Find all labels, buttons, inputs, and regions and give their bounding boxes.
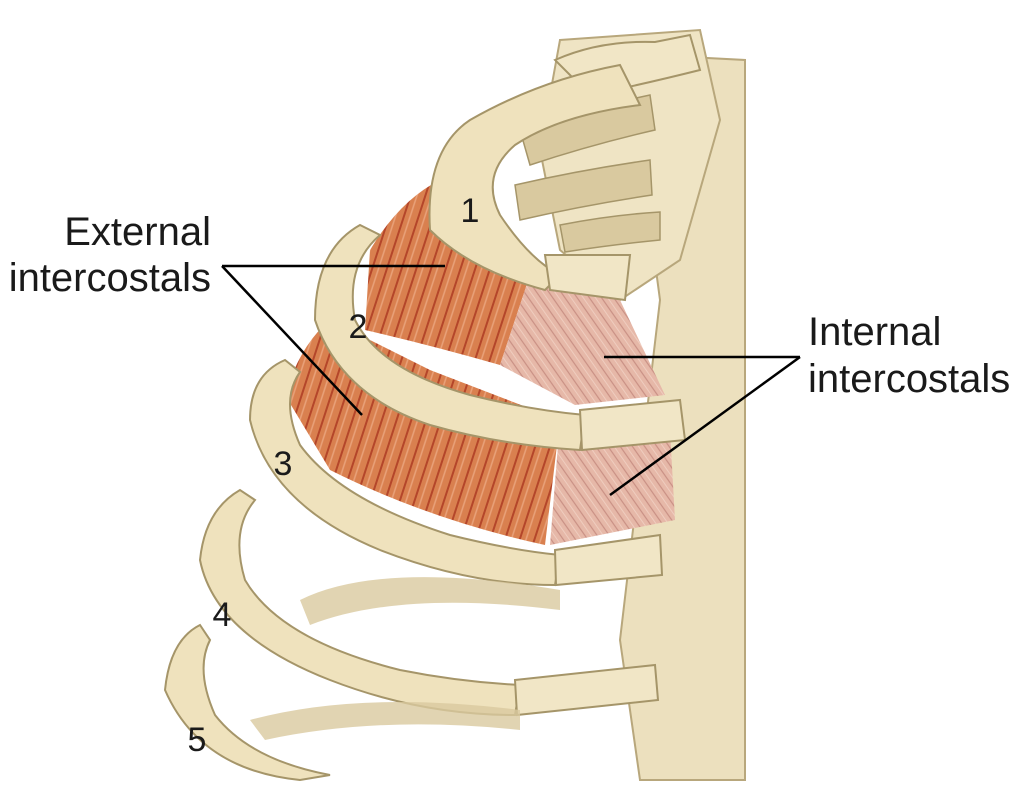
rib-number-3: 3 <box>274 445 293 483</box>
rib-shadow <box>250 702 520 740</box>
rib-2-cartilage <box>578 398 687 452</box>
rib-4-cartilage <box>513 663 660 717</box>
internal-leader-b <box>609 355 801 497</box>
rib-3 <box>248 358 562 587</box>
rib-number-5: 5 <box>188 721 207 759</box>
internal-intercostals-label-line1: Internal <box>808 310 941 354</box>
rib-1-cartilage <box>543 254 632 302</box>
external-leader-b <box>221 265 363 416</box>
leader-lines <box>221 264 801 497</box>
rib-5 <box>163 623 331 782</box>
internal-intercostal-muscle <box>550 420 675 545</box>
rib-number-4: 4 <box>213 596 232 634</box>
external-intercostals-label-line1: External <box>64 210 211 254</box>
internal-intercostals-label-line2: intercostals <box>808 357 1010 401</box>
external-intercostals-label-line2: intercostals <box>9 256 211 300</box>
internal-intercostal-muscle <box>500 275 665 405</box>
rib-1 <box>428 63 642 292</box>
posterior-rib <box>514 159 653 221</box>
rib-3-cartilage <box>553 533 664 587</box>
rib-4 <box>198 488 522 717</box>
rib-2 <box>313 223 587 452</box>
rib-number-2: 2 <box>349 308 368 346</box>
rib-shadow <box>300 577 560 625</box>
rib-number-1: 1 <box>461 192 480 230</box>
external-intercostal-muscle <box>365 180 530 365</box>
posterior-rib <box>559 211 661 253</box>
